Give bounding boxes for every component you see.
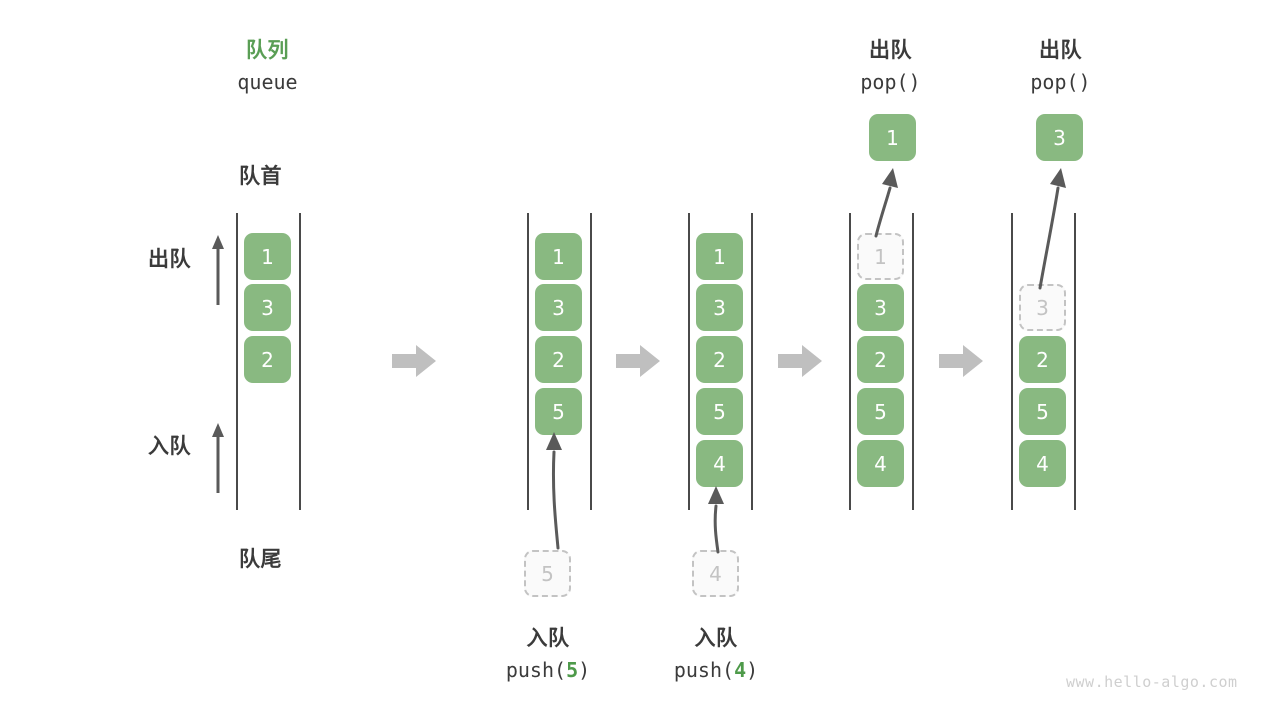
watermark: www.hello-algo.com — [1066, 673, 1238, 691]
rail-right — [1074, 213, 1076, 510]
push-caption-5: 入队 push(5) — [468, 622, 628, 682]
push-value: 4 — [734, 658, 747, 682]
pop-motion-arrow-icon — [1038, 168, 1066, 290]
rail-right — [751, 213, 753, 510]
pop-caption-cn: 出队 — [869, 38, 912, 62]
pop-caption-1: 出队 pop() — [809, 34, 972, 94]
rail-right — [299, 213, 301, 510]
rail-left — [236, 213, 238, 510]
push-motion-arrow-icon — [708, 486, 724, 554]
push-caption-4: 入队 push(4) — [636, 622, 796, 682]
queue-cell: 3 — [857, 284, 904, 331]
push-caption-code: push(4) — [673, 658, 759, 682]
rail-left — [527, 213, 529, 510]
queue-cell: 5 — [1019, 388, 1066, 435]
pop-caption-3: 出队 pop() — [979, 34, 1142, 94]
queue-cell: 4 — [1019, 440, 1066, 487]
queue-cell: 2 — [696, 336, 743, 383]
queue-cell: 5 — [696, 388, 743, 435]
queue-cell: 3 — [244, 284, 291, 331]
pop-caption-cn: 出队 — [1039, 38, 1082, 62]
queue-cell: 4 — [857, 440, 904, 487]
queue-cell: 2 — [244, 336, 291, 383]
queue-cell: 4 — [696, 440, 743, 487]
title-cn: 队列 — [246, 38, 289, 62]
queue-cell: 3 — [535, 284, 582, 331]
step-arrow-icon — [392, 345, 436, 377]
diagram-title: 队列 queue — [186, 34, 349, 94]
push-motion-arrow-icon — [546, 432, 562, 550]
popped-element: 1 — [869, 114, 916, 161]
popped-slot-ghost: 1 — [857, 233, 904, 280]
queue-cell: 5 — [535, 388, 582, 435]
rail-left — [688, 213, 690, 510]
step-arrow-icon — [616, 345, 660, 377]
push-caption-cn: 入队 — [694, 626, 738, 650]
incoming-element-ghost: 5 — [524, 550, 571, 597]
queue-cell: 1 — [244, 233, 291, 280]
incoming-element-ghost: 4 — [692, 550, 739, 597]
pop-motion-arrow-icon — [874, 168, 898, 238]
rear-label: 队尾 — [239, 547, 282, 571]
queue-cell: 2 — [535, 336, 582, 383]
queue-cell: 2 — [857, 336, 904, 383]
popped-slot-ghost: 3 — [1019, 284, 1066, 331]
enqueue-label: 入队 — [148, 434, 191, 458]
step-arrow-icon — [939, 345, 983, 377]
push-caption-cn: 入队 — [526, 626, 570, 650]
rail-left — [849, 213, 851, 510]
rail-left — [1011, 213, 1013, 510]
push-caption-code: push(5) — [505, 658, 591, 682]
dequeue-label: 出队 — [148, 247, 191, 271]
push-value: 5 — [566, 658, 579, 682]
pop-caption-code: pop() — [860, 70, 921, 94]
rail-right — [912, 213, 914, 510]
queue-cell: 3 — [696, 284, 743, 331]
title-en: queue — [237, 70, 298, 94]
front-label: 队首 — [239, 164, 282, 188]
enqueue-direction-arrow-icon — [212, 423, 224, 493]
queue-cell: 2 — [1019, 336, 1066, 383]
step-arrow-icon — [778, 345, 822, 377]
queue-cell: 1 — [535, 233, 582, 280]
popped-element: 3 — [1036, 114, 1083, 161]
dequeue-direction-arrow-icon — [212, 235, 224, 305]
queue-cell: 5 — [857, 388, 904, 435]
pop-caption-code: pop() — [1030, 70, 1091, 94]
queue-cell: 1 — [696, 233, 743, 280]
rail-right — [590, 213, 592, 510]
